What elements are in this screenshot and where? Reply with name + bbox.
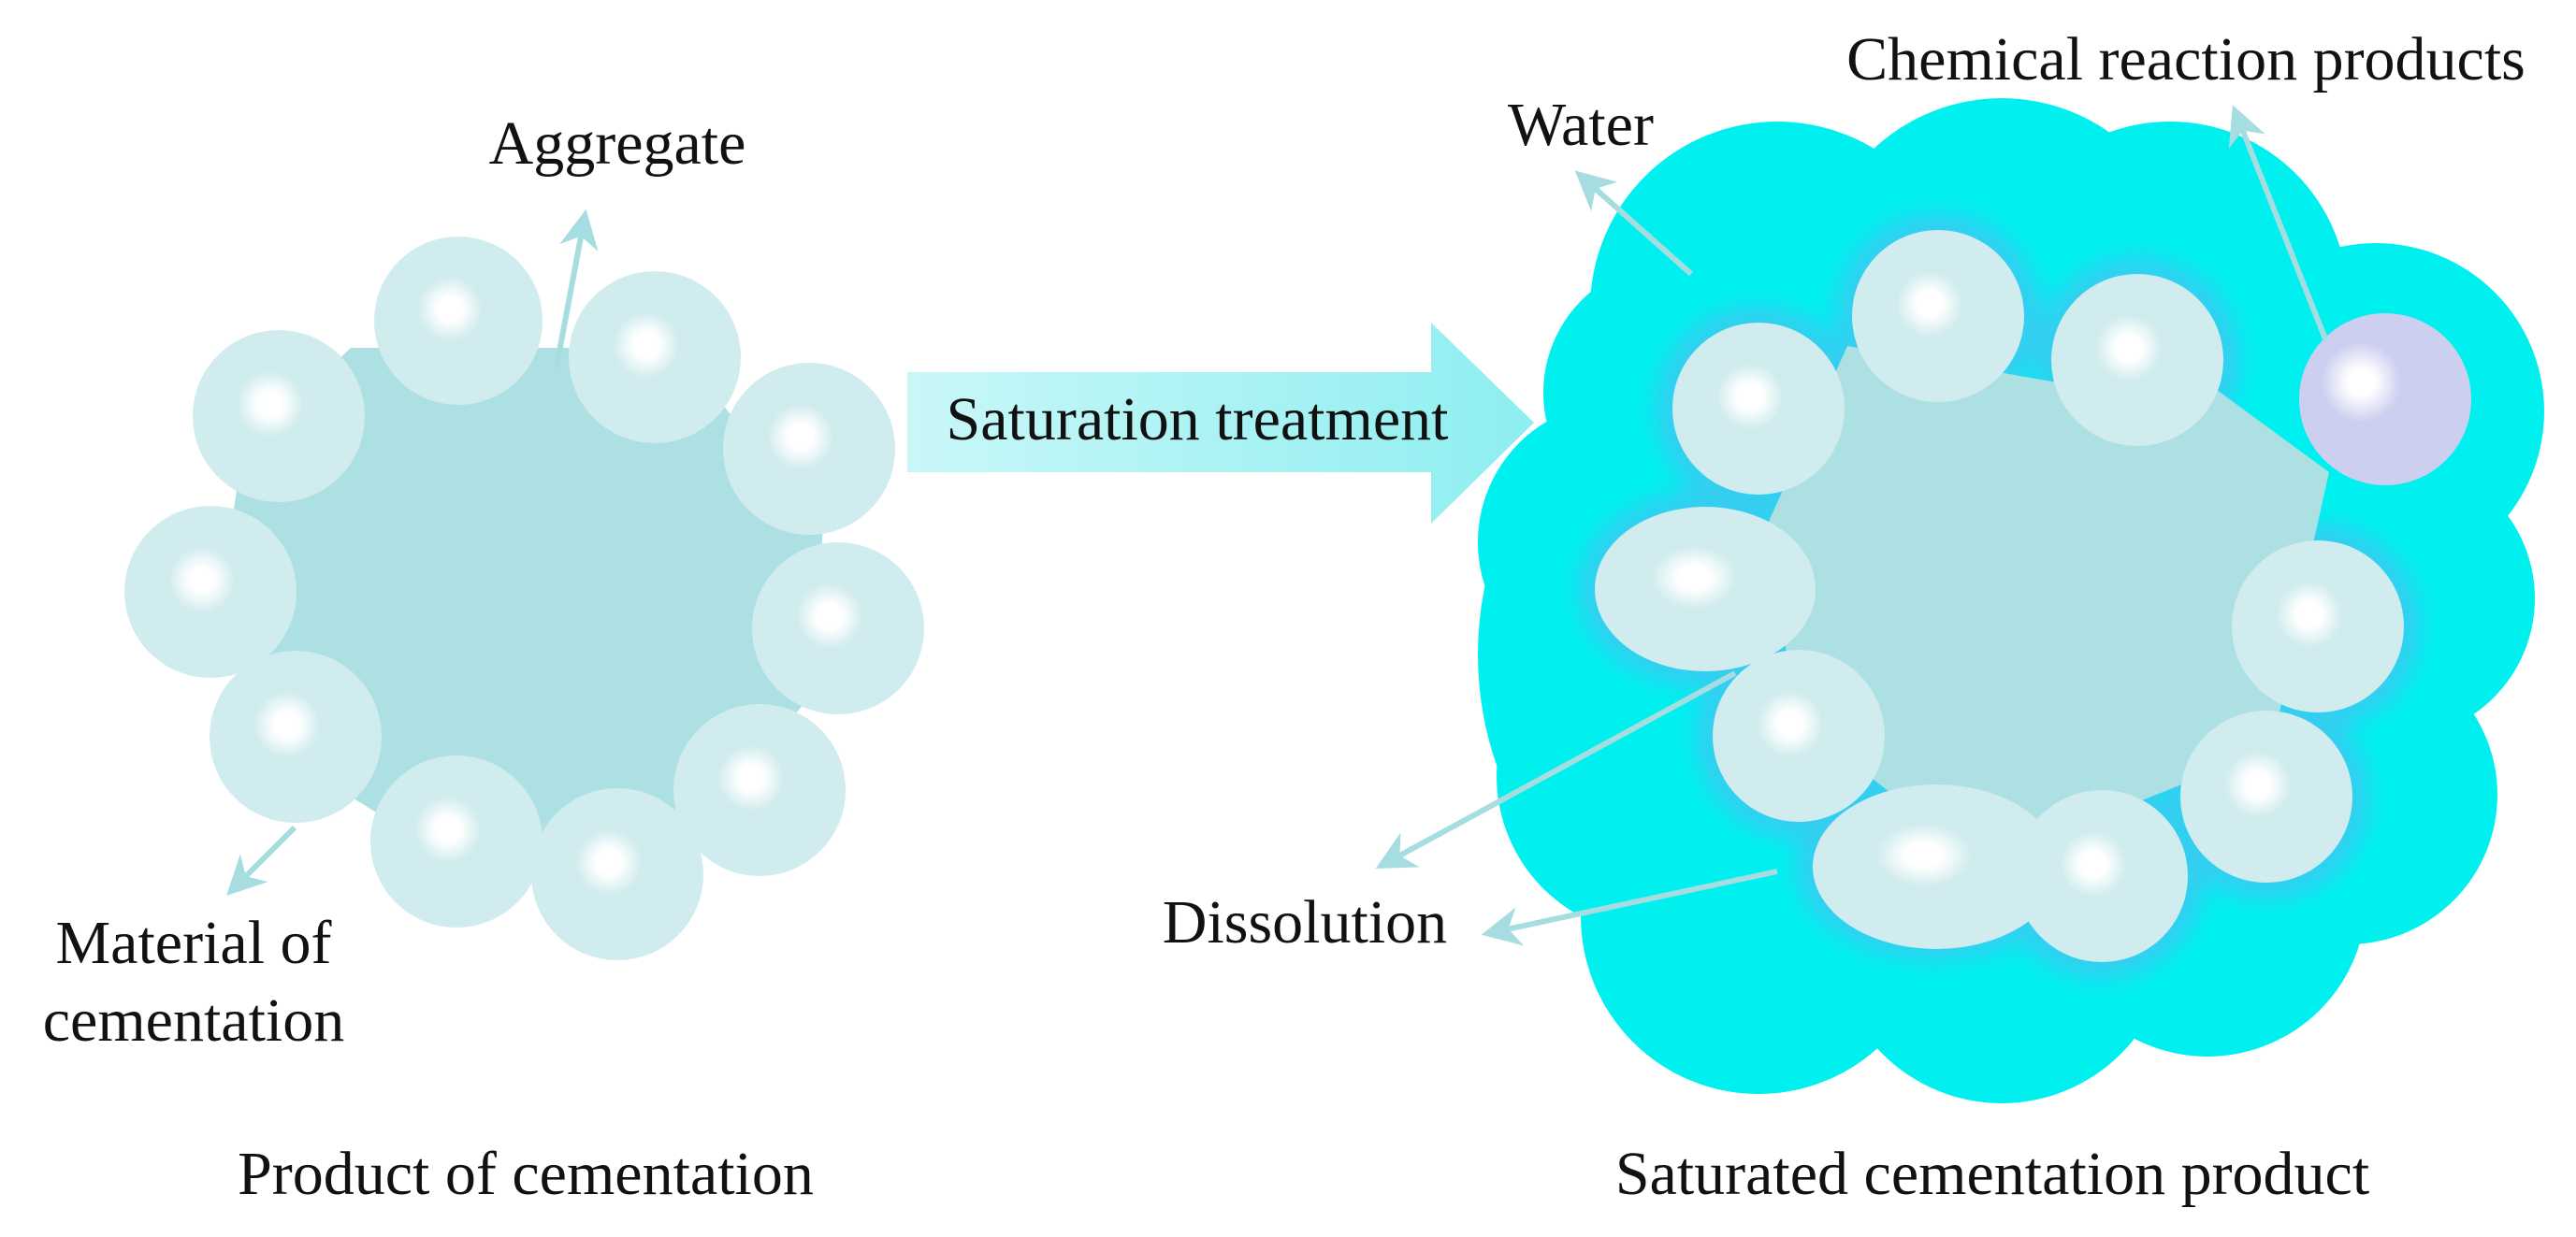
- aggregate-particle: [210, 651, 382, 823]
- aggregate-particle: [2180, 711, 2352, 883]
- left-cementation-product: Aggregate Material of cementation: [43, 109, 924, 1055]
- aggregate-particle: [673, 704, 846, 876]
- aggregate-particle: [193, 330, 365, 502]
- aggregate-particle: [1852, 230, 2024, 402]
- dissolution-arrow-upper: [1375, 670, 1737, 870]
- water-label: Water: [1508, 91, 1654, 159]
- left-aggregate-particles: [124, 237, 924, 960]
- aggregate-particle: [2051, 274, 2223, 446]
- dissolution-arrow-lower: [1481, 869, 1778, 946]
- aggregate-particle: [569, 271, 741, 443]
- right-cement-matrix: [1768, 346, 2329, 823]
- caption-right: Saturated cementation product: [1615, 1140, 2369, 1208]
- aggregate-particle: [531, 788, 703, 960]
- aggregate-particle: [2016, 790, 2188, 962]
- dissolution-label: Dissolution: [1163, 888, 1447, 957]
- dissolving-particle: [1813, 784, 2060, 949]
- aggregate-particle: [2232, 540, 2404, 712]
- saturation-arrow: Saturation treatment: [907, 323, 1534, 524]
- aggregate-arrow: [554, 209, 599, 367]
- aggregate-particle: [1713, 650, 1885, 822]
- aggregate-label: Aggregate: [489, 109, 746, 178]
- material-label-line2: cementation: [43, 986, 345, 1055]
- aggregate-particle: [1672, 323, 1845, 495]
- saturation-arrow-shape: [907, 323, 1534, 524]
- chemical-reaction-products-label: Chemical reaction products: [1846, 25, 2525, 93]
- saturation-treatment-label: Saturation treatment: [947, 385, 1449, 453]
- aggregate-particle: [723, 363, 895, 535]
- dissolving-particle: [1595, 507, 1816, 671]
- aggregate-particle: [374, 237, 543, 405]
- caption-left: Product of cementation: [238, 1140, 814, 1208]
- right-aggregate-particles: [1595, 230, 2404, 962]
- material-arrow: [226, 825, 297, 896]
- aggregate-particle: [124, 506, 297, 678]
- aggregate-particle: [752, 542, 924, 714]
- aggregate-particle: [370, 755, 543, 928]
- reaction-product-particle: [2299, 313, 2471, 485]
- right-saturated-product: Water Chemical reaction products Dissolu…: [1163, 25, 2544, 1103]
- water-arrow: [1574, 170, 1693, 277]
- reaction-products-arrow: [2228, 105, 2329, 343]
- material-label-line1: Material of: [55, 909, 331, 977]
